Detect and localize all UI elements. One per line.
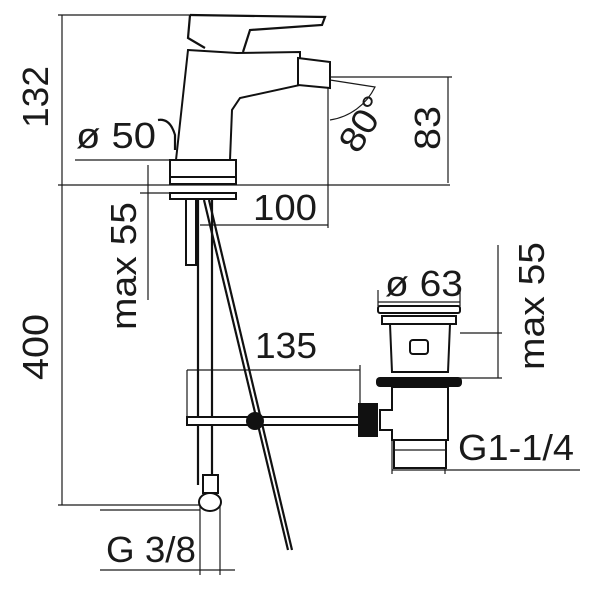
dim-g1-1-4-label: G1-1/4 [458,427,574,468]
dim-angle-80-label: 80° [330,88,396,159]
dim-400-label: 400 [15,314,56,380]
dim-max55-right-label: max 55 [511,242,552,370]
inlet-fitting [198,474,222,512]
dim-132-label: 132 [15,66,56,128]
dim-83-label: 83 [407,106,448,150]
pop-up-rod [202,199,290,551]
dim-max55-left-label: max 55 [103,202,144,330]
mixer-body [157,13,331,551]
spout-aerator [297,56,331,90]
dim-100-label: 100 [253,187,317,228]
pop-up-linkage [186,403,378,437]
waste-assembly [376,305,462,469]
dim-g3-8-label: G 3/8 [106,529,196,570]
dim-diameter-63-label: ø 63 [385,263,463,304]
dim-diameter-50-label: ø 50 [76,115,156,156]
dim-135-label: 135 [255,325,317,366]
shank [185,198,197,266]
